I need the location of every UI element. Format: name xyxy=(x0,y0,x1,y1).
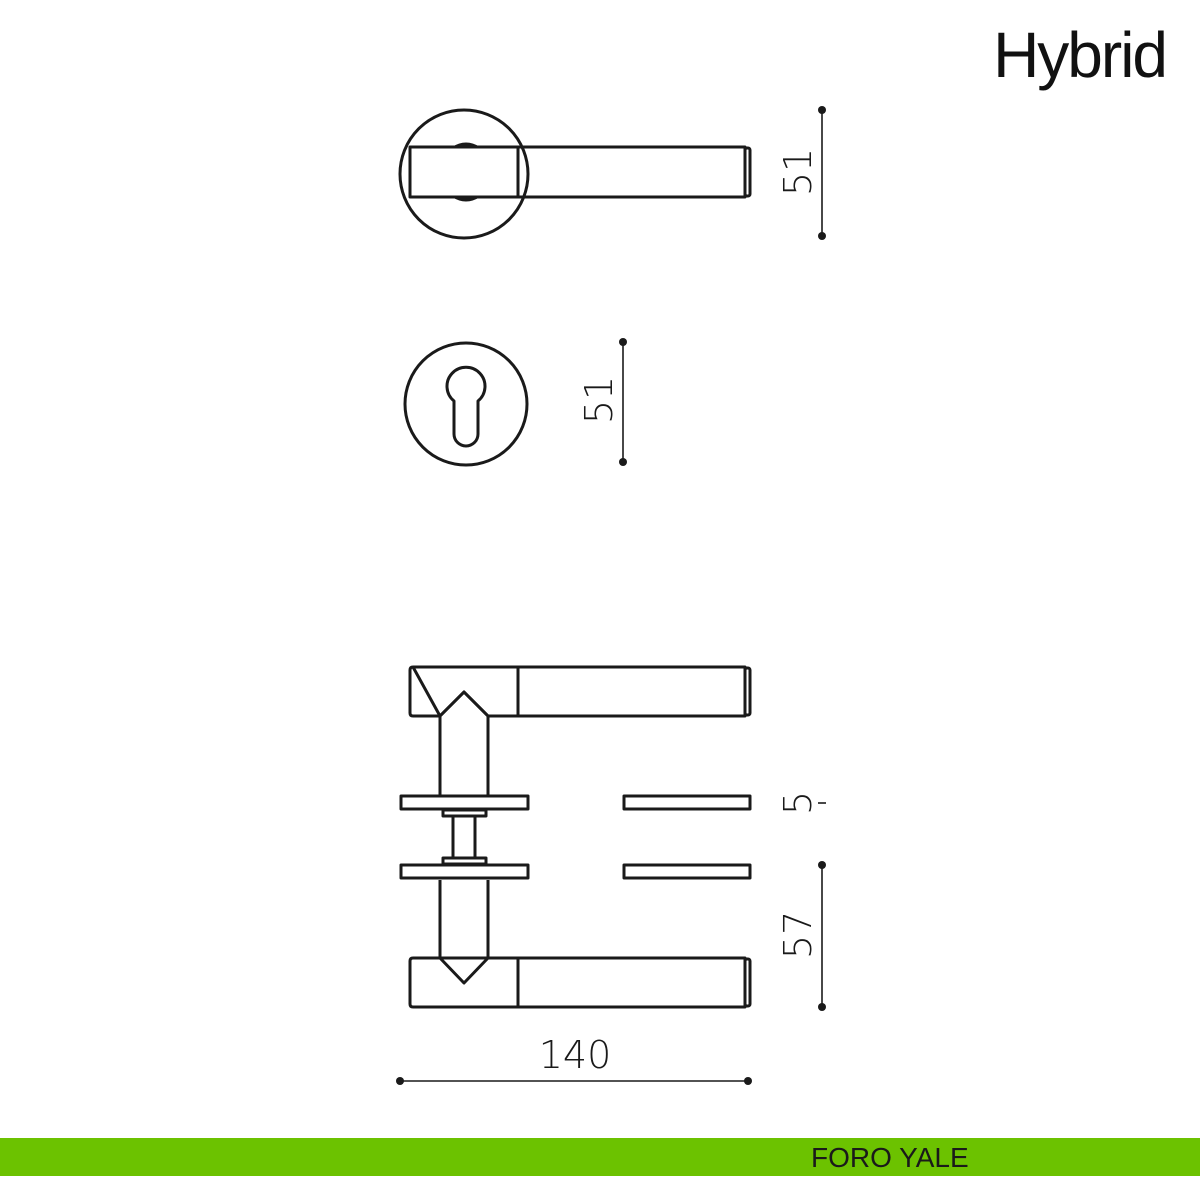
lever-knurled-grip xyxy=(516,145,747,199)
dimension-rose-thickness: 5 xyxy=(776,791,826,815)
lever-top-view xyxy=(398,108,752,240)
escutcheon xyxy=(403,341,529,467)
footer-label: FORO YALE xyxy=(811,1142,969,1173)
spindle xyxy=(451,814,477,860)
keyhole-icon xyxy=(445,365,487,448)
dimension-top-height: 51 xyxy=(776,106,826,240)
footer-bar: FORO YALE xyxy=(0,1138,1200,1176)
rose-plate xyxy=(399,863,530,880)
dimension-label: 5 xyxy=(776,791,820,815)
rose-plate xyxy=(622,794,752,811)
dimension-label: 51 xyxy=(776,148,820,196)
dimension-escutcheon: 51 xyxy=(577,338,627,466)
rose-plate xyxy=(399,794,530,811)
lever-base xyxy=(408,145,520,199)
rose-plate xyxy=(622,863,752,880)
dimension-label: 140 xyxy=(539,1033,612,1077)
dimension-lever-length: 140 xyxy=(396,1033,752,1085)
dimension-label: 51 xyxy=(577,376,621,424)
product-title: Hybrid xyxy=(993,19,1168,91)
collar xyxy=(452,142,480,202)
rose-outline xyxy=(398,108,530,240)
lever-side-view xyxy=(399,665,752,1009)
dimension-label: 57 xyxy=(776,911,820,959)
dimension-lever-height: 57 xyxy=(776,861,826,1011)
lever-end-cap xyxy=(743,146,752,198)
